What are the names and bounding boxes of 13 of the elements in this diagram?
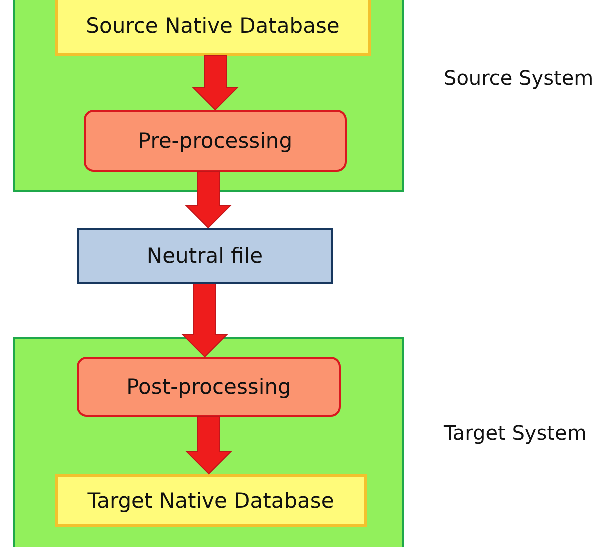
block-arrow [182,284,228,358]
block-arrow [186,416,232,475]
file-box: Neutral file [77,228,333,284]
process-box: Pre-processing [84,110,347,172]
process-box: Post-processing [77,357,341,417]
system-label: Target System [444,421,587,445]
block-arrow [192,56,239,111]
block-arrow [185,172,232,229]
system-container [13,0,404,192]
database-box: Source Native Database [55,0,371,56]
database-box: Target Native Database [55,474,367,527]
system-label: Source System [444,66,594,90]
system-container [13,337,404,547]
